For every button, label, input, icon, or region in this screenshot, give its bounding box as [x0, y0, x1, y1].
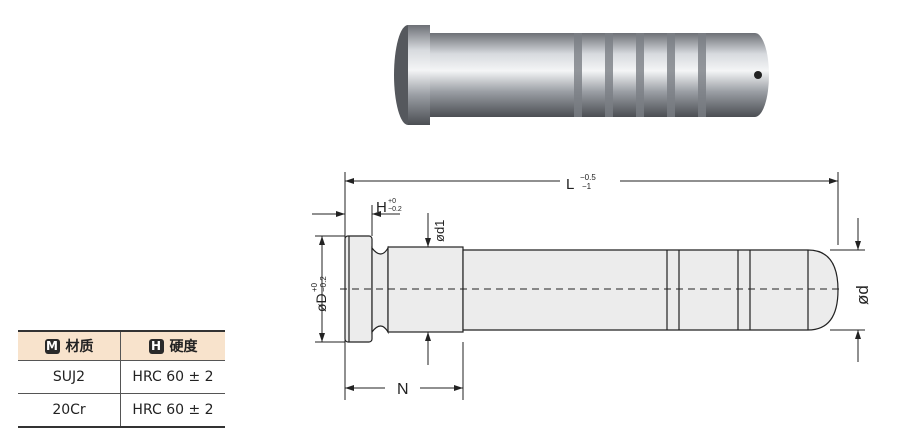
- dim-L: L: [566, 176, 574, 193]
- material-badge-icon: M: [44, 339, 60, 354]
- dim-H-tol-upper: +0: [388, 198, 396, 205]
- arrowheads: [319, 178, 861, 391]
- material-cell: SUJ2: [18, 360, 121, 394]
- material-cell: 20Cr: [18, 393, 121, 428]
- dim-d1: ød1: [432, 220, 447, 242]
- dim-L-tol-upper: −0.5: [580, 173, 596, 182]
- dim-D-tol-upper: +0: [310, 282, 319, 292]
- dim-d: ød: [853, 285, 872, 305]
- dim-D-tol-lower: −0.2: [319, 276, 328, 292]
- dim-N: N: [397, 381, 409, 398]
- hardness-cell: HRC 60 ± 2: [120, 393, 225, 428]
- dim-H-tol-lower: −0.2: [388, 206, 402, 213]
- hardness-badge-icon: H: [148, 339, 164, 354]
- dim-H: H: [376, 199, 387, 216]
- dim-L-tol-lower: −1: [582, 182, 592, 191]
- dim-D: øD: [313, 293, 329, 312]
- table-row: SUJ2 HRC 60 ± 2: [18, 360, 225, 394]
- hardness-cell: HRC 60 ± 2: [120, 360, 225, 394]
- table-row: 20Cr HRC 60 ± 2: [18, 393, 225, 428]
